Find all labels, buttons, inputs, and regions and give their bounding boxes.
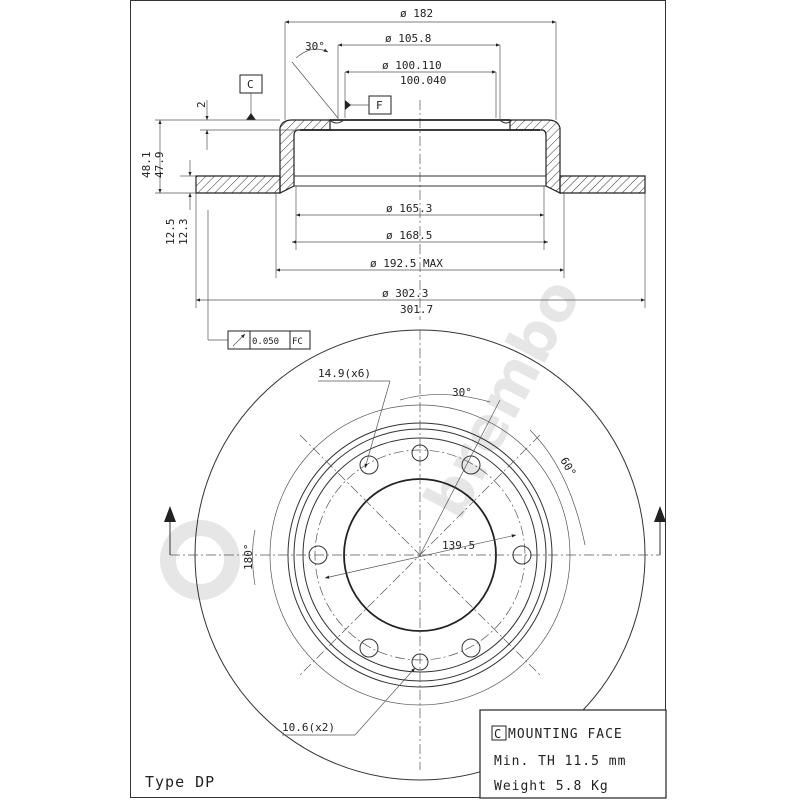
bolt-hole [359,455,379,475]
dim-height-12-5: 12.5 [164,219,177,246]
dim-height-2: 2 [195,101,208,108]
dim-dia-301-7: 301.7 [400,303,433,316]
runout-ref-box [289,330,311,350]
weight-label: Weight 5.8 Kg [494,779,609,794]
runout-value: 0.050 [252,337,279,347]
brembo-watermark: brembo [411,267,595,529]
datum-c-label: C [247,78,254,91]
flange-left [195,175,281,194]
dim-dia-302-3: ø 302.3 [382,287,428,300]
drawing-frame [130,0,666,798]
angle-60-label: 60° [557,455,578,479]
mounting-face-ref: C [494,727,502,741]
dim-height-48-1: 48.1 [140,152,153,179]
dim-height-12-3: 12.3 [177,219,190,246]
bolt-hole [411,653,429,671]
dim-dia-100-110: ø 100.110 [382,59,442,72]
watermark-ring [160,520,240,600]
notch-right [499,119,513,124]
datum-f-label: F [376,99,383,112]
type-label: Type DP [145,773,215,791]
hole-spec-label: 14.9(x6) [318,367,371,380]
pin-spec-label: 10.6(x2) [282,721,335,734]
min-th-label: Min. TH 11.5 mm [494,754,626,769]
info-block: C MOUNTING FACE Min. TH 11.5 mm Weight 5… [479,709,667,799]
datum-c-triangle [246,113,256,120]
hat-wall-left [279,119,331,194]
watermark-text: brembo [411,267,595,529]
notch-left [329,119,345,124]
bolt-hole [461,638,481,658]
mounting-face-label: MOUNTING FACE [508,727,623,742]
runout-ref: FC [292,337,303,347]
section-view: ø 182 ø 105.8 ø 100.110 100.040 30° C F … [140,7,646,350]
dim-dia-105-8: ø 105.8 [385,32,431,45]
flange-right [559,175,646,194]
section-arrow-left-icon [164,506,176,522]
dim-height-47-9: 47.9 [153,152,166,179]
dim-angle-30-top: 30° [305,40,325,53]
angle-30-label: 30° [452,386,472,399]
dim-dia-192-5: ø 192.5 MAX [370,257,443,270]
dim-dia-168-5: ø 168.5 [386,229,432,242]
bolt-hole [359,638,379,658]
bolt-hole [411,444,429,462]
dim-dia-165-3: ø 165.3 [386,202,432,215]
hat-wall-right [509,119,561,194]
mounting-face-ref-box [491,725,507,741]
info-block-border [479,709,667,799]
angle-180-label: 180° [242,544,255,571]
dim-dia-182: ø 182 [400,7,433,20]
dim-dia-100-040: 100.040 [400,74,446,87]
runout-arrow-icon [232,333,246,347]
section-arrow-right-icon [654,506,666,522]
dim-pcd: 139.5 [442,539,475,552]
